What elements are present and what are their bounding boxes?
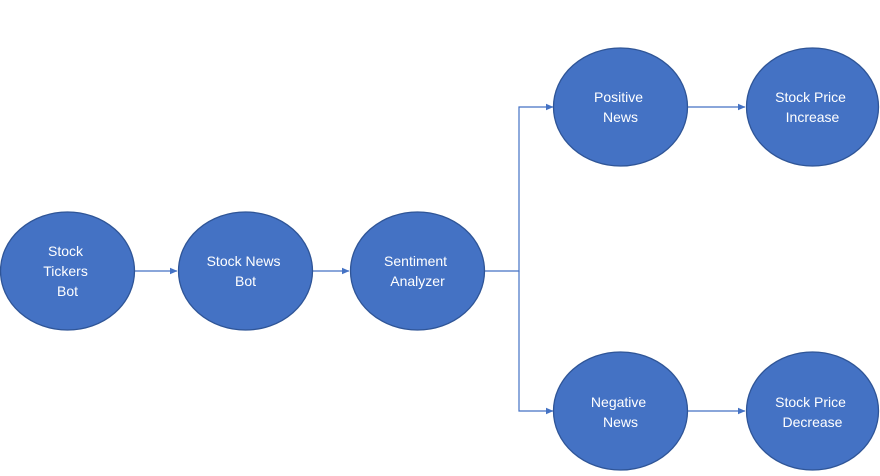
node-label-line: Bot bbox=[57, 283, 78, 299]
node-label-line: Stock News bbox=[207, 253, 281, 269]
svg-text:Negative News: Negative News bbox=[591, 394, 650, 430]
svg-text:Positive News: Positive News bbox=[594, 89, 647, 125]
node-label-line: News bbox=[603, 414, 638, 430]
svg-text:Stock News Bot: Stock News Bot bbox=[207, 253, 285, 289]
node-negative-news: Negative News bbox=[552, 351, 689, 471]
node-label-line: Negative bbox=[591, 394, 646, 410]
node-shape bbox=[177, 211, 314, 331]
svg-text:Sentiment Analyzer: Sentiment Analyzer bbox=[384, 253, 451, 289]
node-label-line: Tickers bbox=[43, 263, 88, 279]
node-label-line: Decrease bbox=[783, 414, 843, 430]
svg-text:Stock Price Increase: Stock Price Increase bbox=[775, 89, 850, 125]
connector-group bbox=[135, 103, 746, 415]
node-shape bbox=[552, 47, 689, 167]
node-positive-news: Positive News bbox=[552, 47, 689, 167]
node-shape bbox=[745, 351, 880, 471]
node-shape bbox=[0, 211, 136, 331]
node-shape bbox=[349, 211, 486, 331]
svg-text:Stock Price Decrease: Stock Price Decrease bbox=[775, 394, 850, 430]
node-label-line: Increase bbox=[786, 109, 840, 125]
svg-text:Stock Tickers Bot: Stock Tickers Bot bbox=[43, 243, 91, 299]
node-label-line: Stock bbox=[48, 243, 84, 259]
node-label-line: Analyzer bbox=[390, 273, 445, 289]
edge-sentiment-to-negative bbox=[518, 271, 554, 415]
node-stock-tickers-bot: Stock Tickers Bot bbox=[0, 211, 136, 331]
edge-sentiment-to-positive bbox=[485, 103, 554, 272]
node-stock-news-bot: Stock News Bot bbox=[177, 211, 314, 331]
node-stock-price-increase: Stock Price Increase bbox=[745, 47, 880, 167]
node-label-line: Positive bbox=[594, 89, 643, 105]
node-label-line: Bot bbox=[235, 273, 256, 289]
node-label-line: Sentiment bbox=[384, 253, 447, 269]
node-label-line: Stock Price bbox=[775, 89, 846, 105]
node-label-line: Stock Price bbox=[775, 394, 846, 410]
node-stock-price-decrease: Stock Price Decrease bbox=[745, 351, 880, 471]
node-label-line: News bbox=[603, 109, 638, 125]
node-shape bbox=[745, 47, 880, 167]
node-shape bbox=[552, 351, 689, 471]
node-sentiment-analyzer: Sentiment Analyzer bbox=[349, 211, 486, 331]
